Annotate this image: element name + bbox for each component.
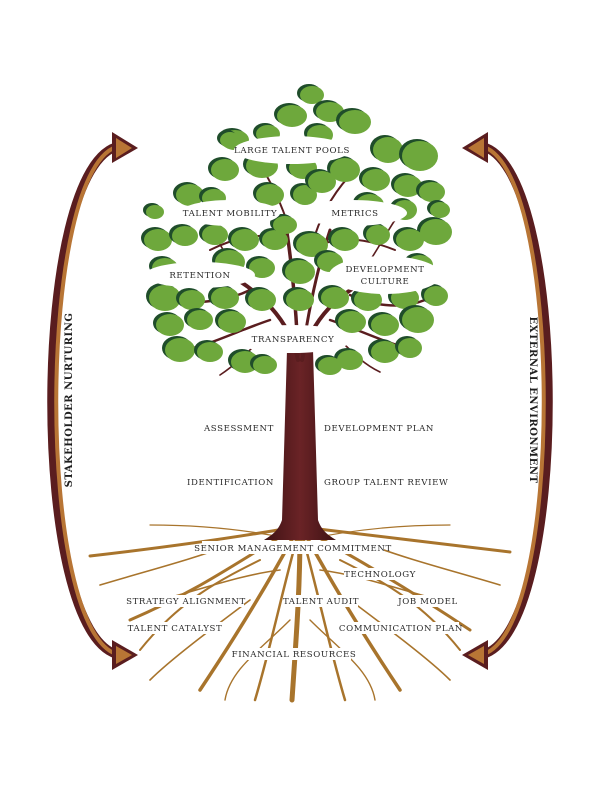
label-technology: TECHNOLOGY [344, 570, 416, 580]
leaf [300, 86, 324, 104]
leaf [362, 169, 390, 191]
leaf [176, 184, 204, 206]
leaf [187, 310, 213, 330]
label-development-plan: DEVELOPMENT PLAN [324, 424, 434, 434]
side-label-left: STAKEHOLDER NURTURING [64, 313, 75, 488]
leaf [366, 225, 390, 245]
leaf [220, 132, 240, 148]
label-talent-mobility: TALENT MOBILITY [183, 209, 278, 219]
leaf [321, 287, 349, 309]
leaf [253, 356, 277, 374]
leaf [172, 226, 198, 246]
label-culture: CULTURE [361, 277, 410, 287]
leaf [420, 219, 452, 245]
leaf [331, 229, 359, 251]
label-identification: IDENTIFICATION [187, 478, 274, 488]
leaf [211, 159, 239, 181]
label-retention: RETENTION [169, 271, 230, 281]
leaf [231, 229, 259, 251]
root-labels: SENIOR MANAGEMENT COMMITMENT TECHNOLOGY … [126, 541, 463, 660]
leaf [296, 233, 328, 257]
leaf [256, 184, 284, 206]
label-assessment: ASSESSMENT [203, 424, 274, 434]
label-senior-management-commitment: SENIOR MANAGEMENT COMMITMENT [194, 544, 392, 554]
label-strategy-alignment: STRATEGY ALIGNMENT [126, 597, 246, 607]
label-talent-catalyst: TALENT CATALYST [128, 624, 223, 634]
label-transparency: TRANSPARENCY [252, 335, 335, 345]
leaf [419, 182, 445, 202]
leaf [430, 202, 450, 218]
leaf [156, 314, 184, 336]
leaf [273, 216, 297, 234]
label-communication-plan: COMMUNICATION PLAN [339, 624, 463, 634]
leaf [354, 289, 382, 311]
leaf [202, 225, 228, 245]
label-group-talent-review: GROUP TALENT REVIEW [324, 478, 448, 488]
leaf [318, 357, 342, 375]
leaf [218, 311, 246, 333]
leaf [293, 185, 317, 205]
canopy-labels: LARGE TALENT POOLS TALENT MOBILITY METRI… [145, 136, 441, 353]
leaf [371, 314, 399, 336]
leaf [394, 175, 422, 197]
leaf [197, 342, 223, 362]
leaf [277, 105, 307, 127]
label-talent-audit: TALENT AUDIT [283, 597, 359, 607]
leaf [398, 338, 422, 358]
trunk-labels: ASSESSMENT DEVELOPMENT PLAN IDENTIFICATI… [187, 424, 448, 488]
leaf [338, 311, 366, 333]
leaf [330, 158, 360, 182]
leaf [262, 230, 288, 250]
leaf [179, 290, 205, 310]
leaf [249, 258, 275, 278]
leaf [146, 205, 164, 219]
leaf [308, 171, 336, 193]
leaf [149, 285, 181, 311]
label-job-model: JOB MODEL [397, 597, 458, 607]
leaf [373, 137, 403, 163]
side-label-right: EXTERNAL ENVIRONMENT [527, 317, 538, 484]
leaf [402, 141, 438, 171]
leaf [211, 287, 239, 309]
leaf [402, 307, 434, 333]
leaf [337, 350, 363, 370]
leaf [396, 229, 424, 251]
right-cycle-arrow [462, 132, 553, 670]
leaf [285, 260, 315, 284]
label-development: DEVELOPMENT [345, 265, 424, 275]
label-financial-resources: FINANCIAL RESOURCES [232, 650, 357, 660]
left-cycle-arrow [47, 132, 138, 670]
leaf [144, 229, 172, 251]
leaf [424, 286, 448, 306]
label-metrics: METRICS [331, 209, 378, 219]
leaf [339, 110, 371, 134]
leaf [286, 289, 314, 311]
tree-trunk [264, 350, 336, 540]
leaf [165, 338, 195, 362]
leaf [371, 341, 399, 363]
label-large-talent-pools: LARGE TALENT POOLS [234, 146, 350, 156]
leaf [248, 289, 276, 311]
